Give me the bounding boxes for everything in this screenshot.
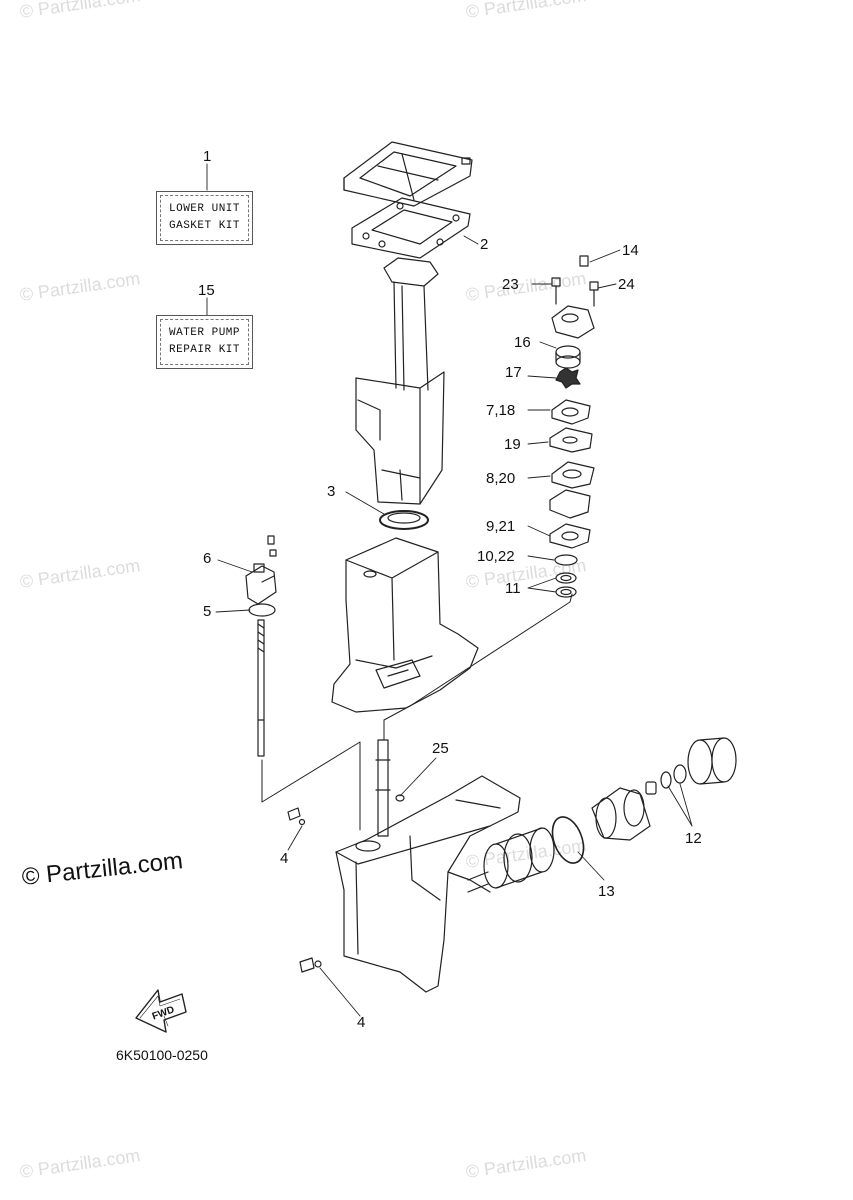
vertical-shaft	[375, 739, 405, 837]
callout-10-22: 10,22	[477, 548, 515, 565]
bolt	[287, 807, 306, 826]
oil-seals	[645, 764, 687, 795]
callout-9-21: 9,21	[486, 518, 516, 535]
assembly-line	[383, 593, 573, 721]
callout-2: 2	[480, 236, 489, 253]
callout-11: 11	[505, 580, 521, 597]
callout-6: 6	[203, 550, 212, 567]
callout-3: 3	[327, 483, 336, 500]
o-ring-13	[551, 816, 585, 864]
bearing-housing-cap	[591, 787, 651, 841]
exhaust-tube	[355, 257, 445, 505]
callout-4: 4	[280, 850, 289, 867]
diagram-code: 6K50100-0250	[116, 1047, 208, 1063]
callout-17: 17	[505, 364, 522, 381]
callout-16: 16	[514, 334, 531, 351]
upper-casing	[331, 537, 479, 713]
kit-line: GASKET KIT	[169, 220, 241, 232]
callout-8-20: 8,20	[486, 470, 516, 487]
lower-casing	[335, 775, 521, 993]
fwd-arrow-icon	[135, 989, 187, 1033]
leader-lines	[206, 163, 693, 1017]
assembly-line	[261, 741, 361, 831]
callout-25: 25	[432, 740, 449, 757]
callout-5: 5	[203, 603, 212, 620]
callout-19: 19	[504, 436, 521, 453]
callout-15: 15	[198, 282, 215, 299]
callout-14: 14	[622, 242, 639, 259]
end-cap	[687, 737, 737, 785]
callout-12: 12	[685, 830, 702, 847]
callout-7-18: 7,18	[486, 402, 516, 419]
bolt	[299, 957, 322, 973]
upper-gasket	[351, 197, 471, 259]
propeller-shaft-housing	[467, 827, 555, 893]
drive-shaft-bracket	[245, 535, 277, 617]
seal	[379, 510, 429, 530]
top-cover-plate	[343, 141, 473, 207]
lower-unit-gasket-kit-label: LOWER UNIT GASKET KIT	[156, 191, 254, 245]
callout-4: 4	[357, 1014, 366, 1031]
kit-line: LOWER UNIT	[169, 203, 241, 215]
kit-line: REPAIR KIT	[169, 344, 241, 356]
callout-24: 24	[618, 276, 635, 293]
kit-line: WATER PUMP	[169, 327, 241, 339]
callout-13: 13	[598, 883, 615, 900]
water-pump-repair-kit-label: WATER PUMP REPAIR KIT	[156, 315, 254, 369]
drive-shaft	[257, 619, 265, 757]
water-pump-parts	[549, 255, 599, 598]
callout-1: 1	[203, 148, 212, 165]
callout-23: 23	[502, 276, 519, 293]
